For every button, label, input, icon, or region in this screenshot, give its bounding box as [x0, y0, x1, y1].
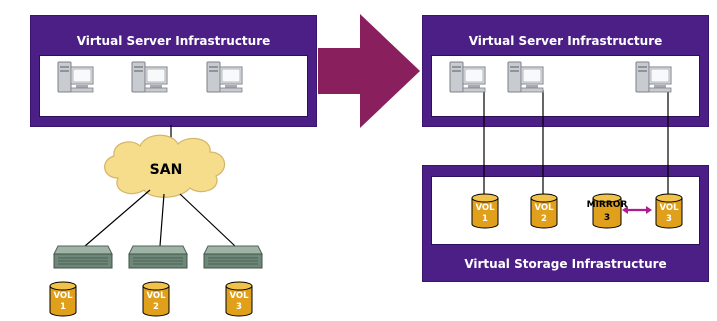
- server-icon: [506, 60, 546, 100]
- right-arrow-icon: [318, 14, 420, 128]
- link-san-to-drive-1: [84, 189, 151, 247]
- server-icon: [130, 60, 170, 100]
- storage-drive-icon: [127, 242, 189, 276]
- volume-number: 1: [60, 302, 66, 312]
- server-icon: [205, 60, 245, 100]
- mirror-number: 3: [604, 213, 610, 223]
- volume-label: VOL: [229, 291, 249, 301]
- left-server-panel: Virtual Server Infrastructure: [30, 15, 317, 127]
- server-icon: [634, 60, 674, 100]
- volume-number: 3: [236, 302, 242, 312]
- server-icon: [56, 60, 96, 100]
- volume-number: 3: [666, 214, 672, 224]
- volume-number: 2: [153, 302, 159, 312]
- volume-label: VOL: [53, 291, 73, 301]
- mirror-volume-icon: MIRROR 3: [587, 193, 627, 233]
- left-server-panel-title: Virtual Server Infrastructure: [76, 34, 271, 48]
- san-label-svg: SAN: [150, 162, 183, 178]
- mirror-link: [622, 206, 652, 214]
- storage-panel-title: Virtual Storage Infrastructure: [464, 257, 667, 271]
- volume-number: 2: [541, 214, 547, 224]
- volume-label: VOL: [659, 203, 679, 213]
- link-san-to-drive-3: [179, 193, 236, 247]
- volume-label: VOL: [146, 291, 166, 301]
- storage-drive-icon: [52, 242, 114, 276]
- mirror-label: MIRROR: [587, 200, 628, 210]
- san-label: SAN: [150, 162, 183, 178]
- volume-label: VOL: [475, 203, 495, 213]
- link-san-to-drive-2: [159, 193, 165, 247]
- right-server-panel-title: Virtual Server Infrastructure: [468, 34, 663, 48]
- storage-drive-icon: [202, 242, 264, 276]
- server-icon: [448, 60, 488, 100]
- volume-number: 1: [482, 214, 488, 224]
- cloud-icon: [104, 134, 226, 198]
- volume-label: VOL: [534, 203, 554, 213]
